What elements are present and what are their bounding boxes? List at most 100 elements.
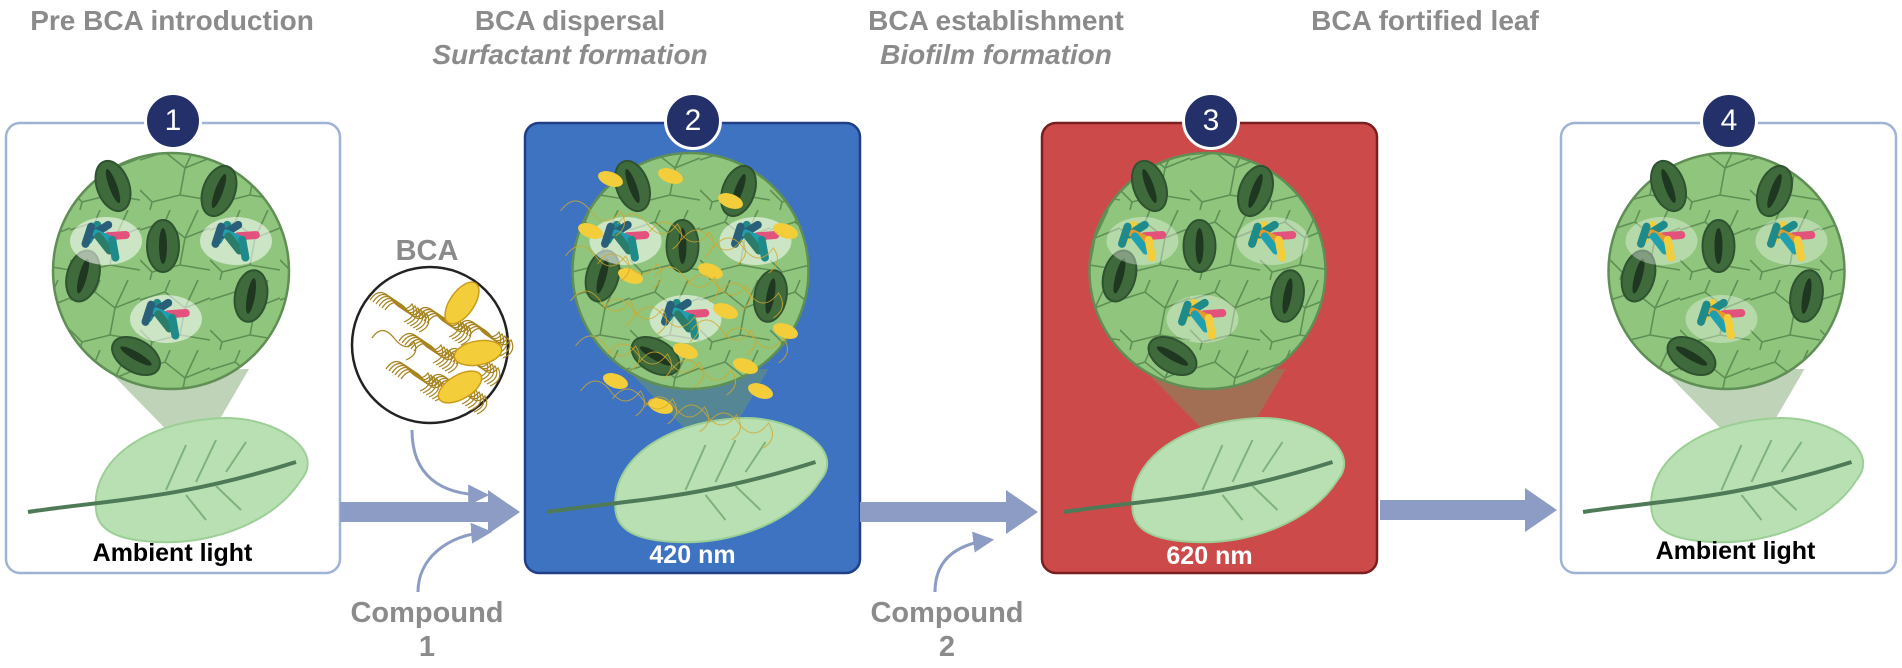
stoma-pore	[159, 228, 167, 264]
stoma-pore	[1675, 346, 1708, 366]
microbe-cell	[600, 222, 615, 248]
stage-3-number-badge: 3	[1182, 92, 1240, 150]
leaf-vein	[1261, 441, 1284, 473]
stage-2-leaf	[614, 416, 828, 544]
stoma	[200, 164, 238, 218]
microbe-colony	[70, 217, 142, 265]
microbe-cell	[1649, 232, 1669, 255]
stage-1-title-text: Pre BCA introduction	[30, 5, 314, 36]
microbe-cell	[730, 222, 745, 248]
stoma-pore	[1801, 278, 1812, 314]
compound-1-input-arrow	[416, 522, 493, 593]
microbe-cell	[1274, 235, 1286, 262]
stoma-pore	[245, 278, 257, 314]
stage-4-title-text: BCA fortified leaf	[1311, 5, 1539, 36]
microbe-colony	[1755, 217, 1828, 265]
surfactant-strand	[691, 319, 756, 356]
surfactant-strand	[565, 245, 630, 282]
flow-arrow-shaft	[860, 502, 1008, 522]
flow-arrow-head	[1006, 490, 1038, 534]
surfactant-strand	[597, 253, 662, 290]
stoma	[1147, 336, 1198, 376]
microbe-colony	[649, 295, 722, 343]
surfactant-strand	[708, 412, 773, 449]
flow-arrow-head	[1525, 488, 1557, 532]
stage-3-leaf	[1131, 416, 1345, 544]
microbe-cell	[108, 235, 120, 262]
microbe-colony	[1106, 217, 1179, 265]
stage-2-number-badge: 2	[664, 92, 722, 150]
surfactant-strand	[580, 380, 645, 417]
flow-arrow-shaft	[340, 502, 490, 522]
stage-2-zoom-cone	[628, 369, 769, 460]
microbe-cell	[613, 232, 633, 255]
stage-1-leaf	[94, 416, 309, 544]
flow-arrow-head	[488, 490, 520, 534]
stage-3-subtitle: Biofilm formation	[880, 39, 1112, 70]
stage-3-light-label: 620 nm	[1166, 542, 1253, 570]
bca-cell	[733, 358, 758, 374]
microbe-colony	[1685, 295, 1758, 343]
surfactant-strand	[671, 359, 736, 396]
stage-2-magnified-leaf-surface	[571, 151, 810, 391]
compound-1-label: Compound 1	[332, 596, 522, 664]
stage-3-title: BCA establishment Biofilm formation	[786, 4, 1206, 72]
flow-arrow-2	[860, 490, 1038, 534]
stage-2-subtitle: Surfactant formation	[432, 39, 708, 70]
surfactant-strand	[686, 274, 751, 311]
stage-2-leaf-stem	[546, 460, 817, 514]
surfactant-strand	[634, 306, 699, 343]
bca-flagella	[468, 327, 514, 359]
stoma-pore	[1156, 346, 1189, 366]
stoma	[1620, 249, 1657, 303]
leaf-vein	[215, 485, 242, 511]
bca-cell	[658, 168, 683, 184]
stage-4-number-badge: 4	[1700, 92, 1758, 150]
stoma-pore	[1282, 278, 1293, 314]
stoma	[584, 249, 621, 303]
bca-bacterium	[453, 339, 503, 367]
stoma-pore	[211, 174, 227, 208]
stage-1-title: Pre BCA introduction	[0, 4, 382, 38]
bca-flagella	[371, 329, 417, 361]
stoma-pore	[765, 278, 776, 314]
stoma-pore	[1248, 174, 1263, 208]
surfactant-strand	[602, 298, 667, 335]
stoma	[233, 269, 269, 323]
microbe-cell	[1177, 300, 1192, 326]
bca-cell	[748, 383, 773, 399]
compound-2-label-line1: Compound	[870, 597, 1024, 629]
stoma-pore	[1142, 169, 1157, 203]
stoma	[630, 336, 681, 376]
stoma	[1182, 219, 1217, 273]
stoma	[94, 159, 132, 213]
surfactant-strand	[560, 200, 625, 237]
surfactant-strand	[713, 237, 778, 274]
microbe-cell	[1247, 222, 1262, 248]
stoma	[1756, 164, 1793, 218]
stoma-pore	[105, 169, 121, 203]
bca-bacterium	[444, 281, 480, 325]
bca-cell	[718, 193, 743, 209]
microbe-cell	[1709, 310, 1729, 333]
surfactant-strand	[612, 388, 677, 425]
microbe-colony	[589, 217, 662, 265]
leaf-vein	[185, 494, 207, 521]
stoma-pore	[1632, 258, 1645, 294]
stage-2-title-text: BCA dispersal	[474, 5, 666, 36]
flow-arrow-1	[340, 490, 520, 534]
leaf-vein	[684, 444, 707, 491]
bca-flagella	[410, 340, 456, 372]
surfactant-strand	[681, 229, 746, 266]
compound-2-label-line2: 2	[938, 631, 956, 663]
leaf-vein	[714, 439, 737, 483]
microbe-cell	[1723, 313, 1735, 340]
surfactant-strand	[570, 290, 635, 327]
stoma	[1650, 159, 1687, 213]
microbe-colony	[1625, 217, 1698, 265]
stage-4-magnified-leaf-surface	[1607, 151, 1846, 391]
surfactant-strand	[723, 327, 788, 364]
surfactant-strand	[644, 396, 709, 433]
bca-flagella	[423, 312, 469, 344]
